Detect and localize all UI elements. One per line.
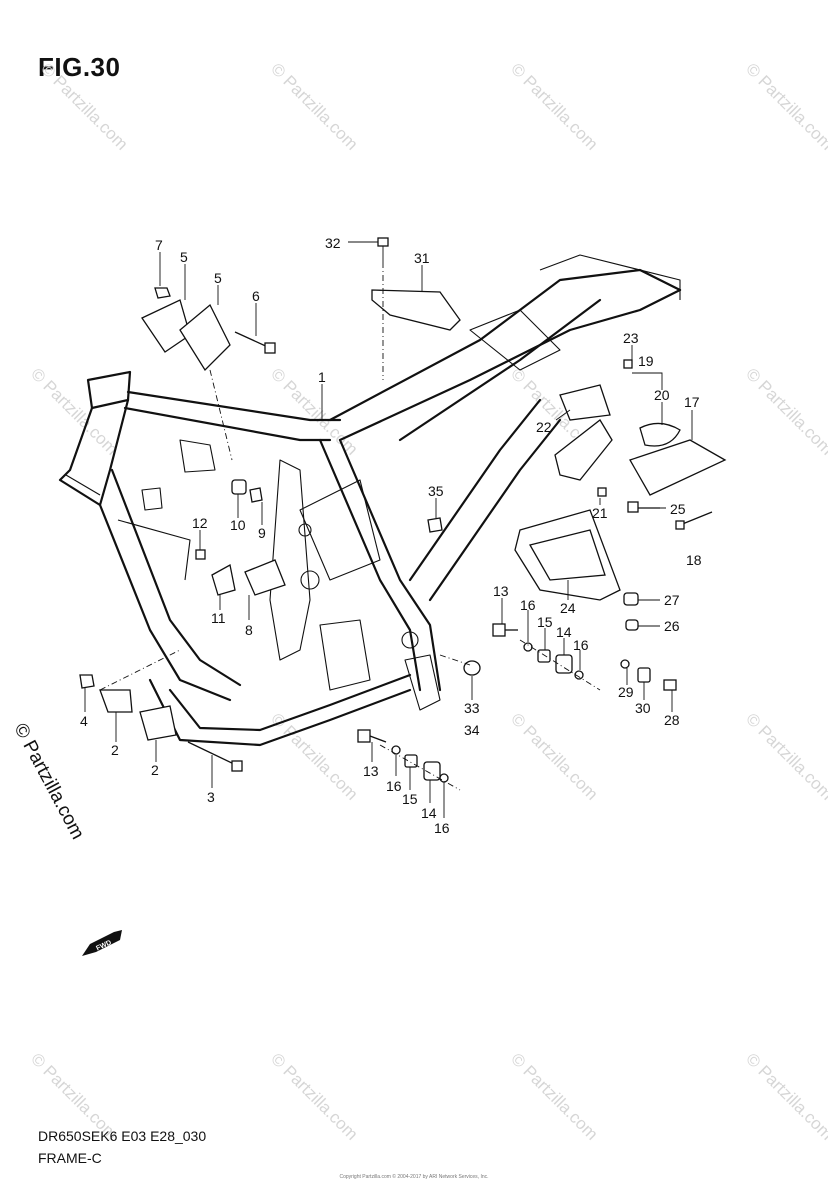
callout-8: 8 [245,622,253,638]
callout-29: 29 [618,684,634,700]
callout-16: 16 [573,637,589,653]
callout-18: 18 [686,552,702,568]
callout-4: 4 [80,713,88,729]
callout-15: 15 [402,791,418,807]
callout-25: 25 [670,501,686,517]
callout-28: 28 [664,712,680,728]
forward-arrow-icon: FWD [82,930,122,956]
callout-10: 10 [230,517,246,533]
watermark: © Partzilla.com [507,1049,601,1143]
watermark: © Partzilla.com [267,1049,361,1143]
callout-5: 5 [180,249,188,265]
callout-2: 2 [151,762,159,778]
callout-6: 6 [252,288,260,304]
callout-20: 20 [654,387,670,403]
callout-16: 16 [434,820,450,836]
callout-16: 16 [520,597,536,613]
callout-3: 3 [207,789,215,805]
main-frame [58,254,682,747]
callout-26: 26 [664,618,680,634]
watermark: © Partzilla.com [37,59,131,153]
callout-9: 9 [258,525,266,541]
callout-13: 13 [493,583,509,599]
callout-34: 34 [464,722,480,738]
callout-17: 17 [684,394,700,410]
watermark: © Partzilla.com [742,364,828,458]
callout-24: 24 [560,600,576,616]
watermark: © Partzilla.com [742,709,828,803]
copyright-notice: Copyright Partzilla.com © 2004-2017 by A… [339,1174,489,1180]
watermark: © Partzilla.com [742,1049,828,1143]
callout-14: 14 [421,805,437,821]
callout-19: 19 [638,353,654,369]
watermark: © Partzilla.com [267,709,361,803]
callout-12: 12 [192,515,208,531]
callout-2: 2 [111,742,119,758]
callout-31: 31 [414,250,430,266]
callout-27: 27 [664,592,680,608]
callout-14: 14 [556,624,572,640]
callout-30: 30 [635,700,651,716]
callout-33: 33 [464,700,480,716]
callout-1: 1 [318,369,326,385]
watermark-layer: © Partzilla.com © Partzilla.com © Partzi… [27,59,828,1143]
assembly-name: FRAME-C [38,1150,102,1166]
watermark: © Partzilla.com [742,59,828,153]
figure-title: FIG.30 [38,52,121,82]
parts [79,237,727,783]
callout-7: 7 [155,237,163,253]
callout-22: 22 [536,419,552,435]
callout-11: 11 [211,610,226,626]
callout-labels: 32 31 7 5 5 6 1 23 19 20 17 22 35 21 25 … [80,235,702,836]
watermark: © Partzilla.com [507,709,601,803]
callout-23: 23 [623,330,639,346]
watermark: © Partzilla.com [27,364,121,458]
callout-13: 13 [363,763,379,779]
callout-21: 21 [592,505,608,521]
watermark: © Partzilla.com [267,59,361,153]
callout-15: 15 [537,614,553,630]
model-reference-code: DR650SEK6 E03 E28_030 [38,1128,207,1144]
watermark: © Partzilla.com [507,59,601,153]
callout-35: 35 [428,483,444,499]
leader-lines [84,241,693,818]
callout-5: 5 [214,270,222,286]
callout-16: 16 [386,778,402,794]
callout-32: 32 [325,235,341,251]
